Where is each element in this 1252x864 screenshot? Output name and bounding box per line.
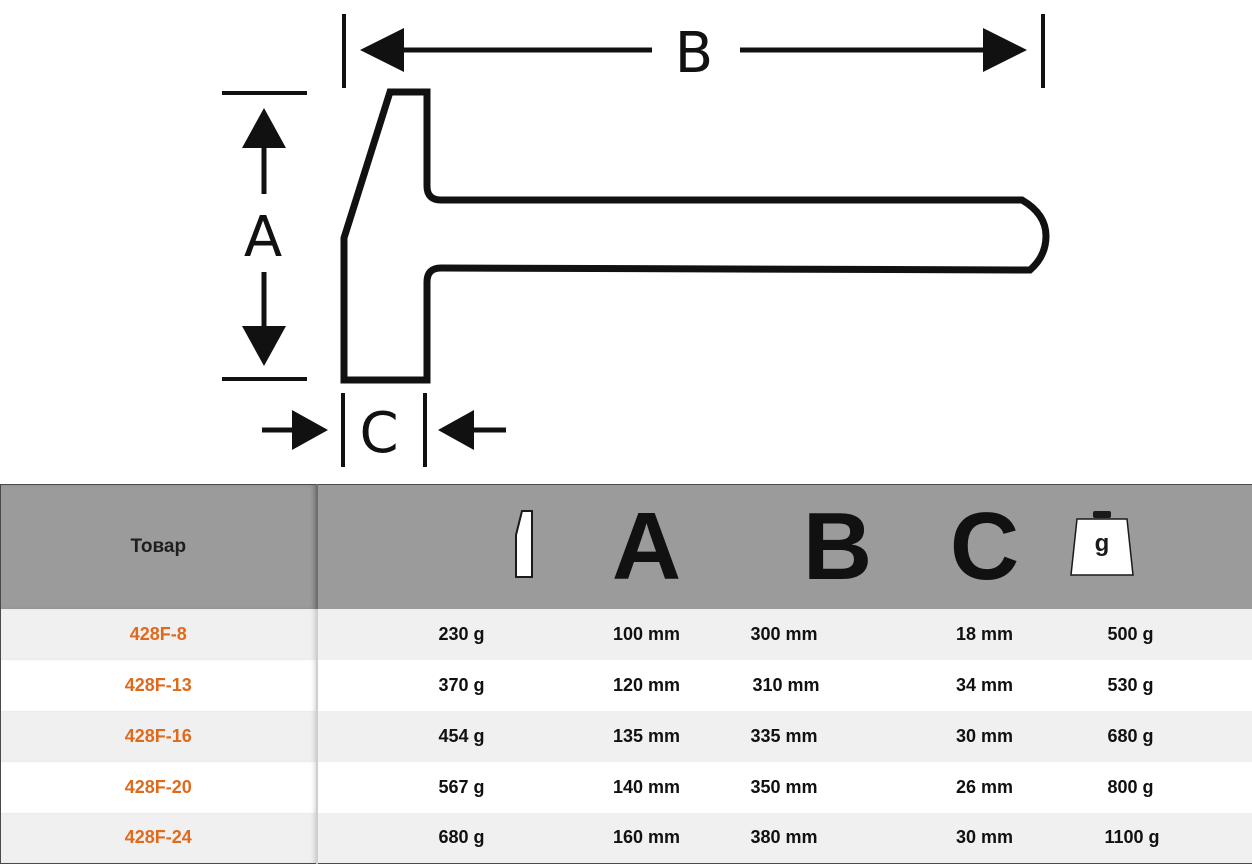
product-code: 428F-16	[0, 710, 318, 762]
arrow-up-icon	[242, 108, 286, 148]
a-header-letter: A	[611, 492, 682, 600]
c-header-letter: C	[949, 492, 1020, 600]
dimension-a: A	[222, 91, 307, 381]
weight-icon-label: g	[1094, 530, 1109, 557]
b-column-header: B	[692, 484, 943, 609]
c-cell: 34 mm	[955, 674, 1014, 695]
b-header-letter: B	[802, 492, 873, 600]
arrow-left-icon	[438, 410, 474, 450]
table-header-row: Товар A B C g	[0, 484, 1252, 609]
table-row: 428F-20 567 g 140 mm 350 mm 26 mm 800 g	[0, 761, 1252, 813]
a-column-header: A	[600, 484, 693, 609]
head-weight-cell: 567 g	[438, 776, 485, 797]
head-weight-cell: 680 g	[316, 812, 601, 864]
head-weight-cell: 370 g	[438, 674, 485, 695]
total-weight-cell: 1100 g	[1026, 812, 1252, 864]
c-column-header: C	[942, 484, 1027, 609]
a-cell: 100 mm	[612, 623, 681, 644]
dimension-b-label: B	[675, 21, 713, 86]
a-cell: 135 mm	[612, 725, 681, 746]
b-cell: 380 mm	[692, 812, 943, 864]
b-cell: 350 mm	[750, 776, 818, 797]
total-weight-cell: 800 g	[1026, 761, 1252, 813]
dimension-c: C	[262, 393, 506, 467]
dimension-a-label: A	[244, 205, 282, 270]
b-cell: 310 mm	[752, 674, 820, 695]
c-cell: 30 mm	[955, 725, 1014, 746]
a-cell: 120 mm	[612, 674, 681, 695]
a-cell: 140 mm	[612, 776, 681, 797]
arrow-down-icon	[242, 326, 286, 366]
weight-icon: g	[1069, 511, 1134, 576]
total-weight-cell: 530 g	[1026, 659, 1252, 711]
arrow-right-icon	[983, 28, 1027, 72]
c-cell: 18 mm	[955, 623, 1014, 644]
arrow-right-icon	[292, 410, 328, 450]
table-row: 428F-8 230 g 100 mm 300 mm 18 mm 500 g	[0, 608, 1252, 660]
head-weight-cell: 454 g	[438, 725, 485, 746]
product-column-header: Товар	[0, 484, 318, 609]
total-weight-cell: 680 g	[1026, 710, 1252, 762]
head-shape-column-header	[316, 484, 601, 609]
table-row: 428F-24 680 g 160 mm 380 mm 30 mm 1100 g	[0, 812, 1252, 864]
hammer-outline	[340, 88, 1050, 384]
table-row: 428F-16 454 g 135 mm 335 mm 30 mm 680 g	[0, 710, 1252, 762]
hammer-head-shape-icon	[514, 510, 533, 579]
product-code: 428F-20	[0, 761, 318, 813]
product-code: 428F-24	[0, 812, 318, 864]
a-cell: 160 mm	[600, 812, 693, 864]
b-cell: 300 mm	[750, 623, 818, 644]
dimension-c-label: C	[359, 401, 398, 466]
b-cell: 335 mm	[750, 725, 818, 746]
c-cell: 30 mm	[942, 812, 1027, 864]
total-weight-cell: 500 g	[1026, 608, 1252, 660]
weight-column-header: g	[1026, 484, 1252, 609]
dimension-b: B	[342, 14, 1045, 88]
table-row: 428F-13 370 g 120 mm 310 mm 34 mm 530 g	[0, 659, 1252, 711]
product-code: 428F-8	[0, 608, 318, 660]
specifications-table: Товар A B C g	[0, 484, 1252, 864]
hammer-dimension-diagram: B A C	[222, 14, 1050, 467]
head-weight-cell: 230 g	[438, 623, 485, 644]
arrow-left-icon	[360, 28, 404, 72]
c-cell: 26 mm	[955, 776, 1014, 797]
product-code: 428F-13	[0, 659, 318, 711]
